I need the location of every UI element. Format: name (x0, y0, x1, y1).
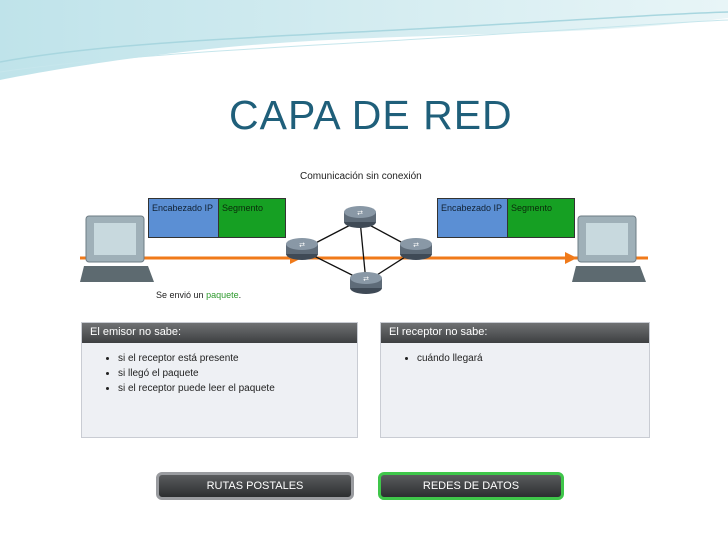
svg-text:⇄: ⇄ (413, 242, 419, 249)
svg-text:⇄: ⇄ (299, 242, 305, 249)
sender-panel-heading: El emisor no sabe: (82, 323, 357, 343)
router-icon: ⇄ (286, 238, 318, 260)
redes-de-datos-button[interactable]: REDES DE DATOS (378, 472, 564, 500)
left-segment: Segmento (218, 198, 286, 238)
receiver-list: cuándo llegará (381, 353, 649, 364)
computer-icon (80, 215, 154, 282)
receiver-panel: El receptor no sabe: cuándo llegará (380, 322, 650, 438)
sent-word: paquete (206, 290, 239, 300)
receiver-panel-heading: El receptor no sabe: (381, 323, 649, 343)
svg-text:⇄: ⇄ (357, 210, 363, 217)
sender-panel: El emisor no sabe: si el receptor está p… (81, 322, 358, 438)
left-ip-header: Encabezado IP (148, 198, 218, 238)
sent-suffix: . (238, 290, 242, 300)
right-packet: Encabezado IP Segmento (437, 198, 575, 238)
right-segment: Segmento (507, 198, 575, 238)
left-packet: Encabezado IP Segmento (148, 198, 286, 238)
header-wave-decoration (0, 0, 728, 80)
rutas-postales-button[interactable]: RUTAS POSTALES (156, 472, 354, 500)
right-ip-header: Encabezado IP (437, 198, 507, 238)
list-item: si el receptor puede leer el paquete (118, 383, 357, 394)
list-item: cuándo llegará (417, 353, 649, 364)
arrow-icon (565, 252, 577, 264)
list-item: si llegó el paquete (118, 368, 357, 379)
diagram-title: Comunicación sin conexión (300, 171, 422, 182)
network-diagram: ⇄ ⇄ ⇄ ⇄ (80, 206, 648, 294)
router-icon: ⇄ (350, 272, 382, 294)
slide-title: CAPA DE RED (229, 92, 513, 138)
svg-text:⇄: ⇄ (363, 276, 369, 283)
router-icon: ⇄ (344, 206, 376, 228)
sender-list: si el receptor está presente si llegó el… (82, 353, 357, 394)
sent-prefix: Se envió un (156, 290, 204, 300)
router-icon: ⇄ (400, 238, 432, 260)
computer-icon (572, 215, 646, 282)
sent-caption: Se envió un paquete. (156, 290, 241, 300)
list-item: si el receptor está presente (118, 353, 357, 364)
